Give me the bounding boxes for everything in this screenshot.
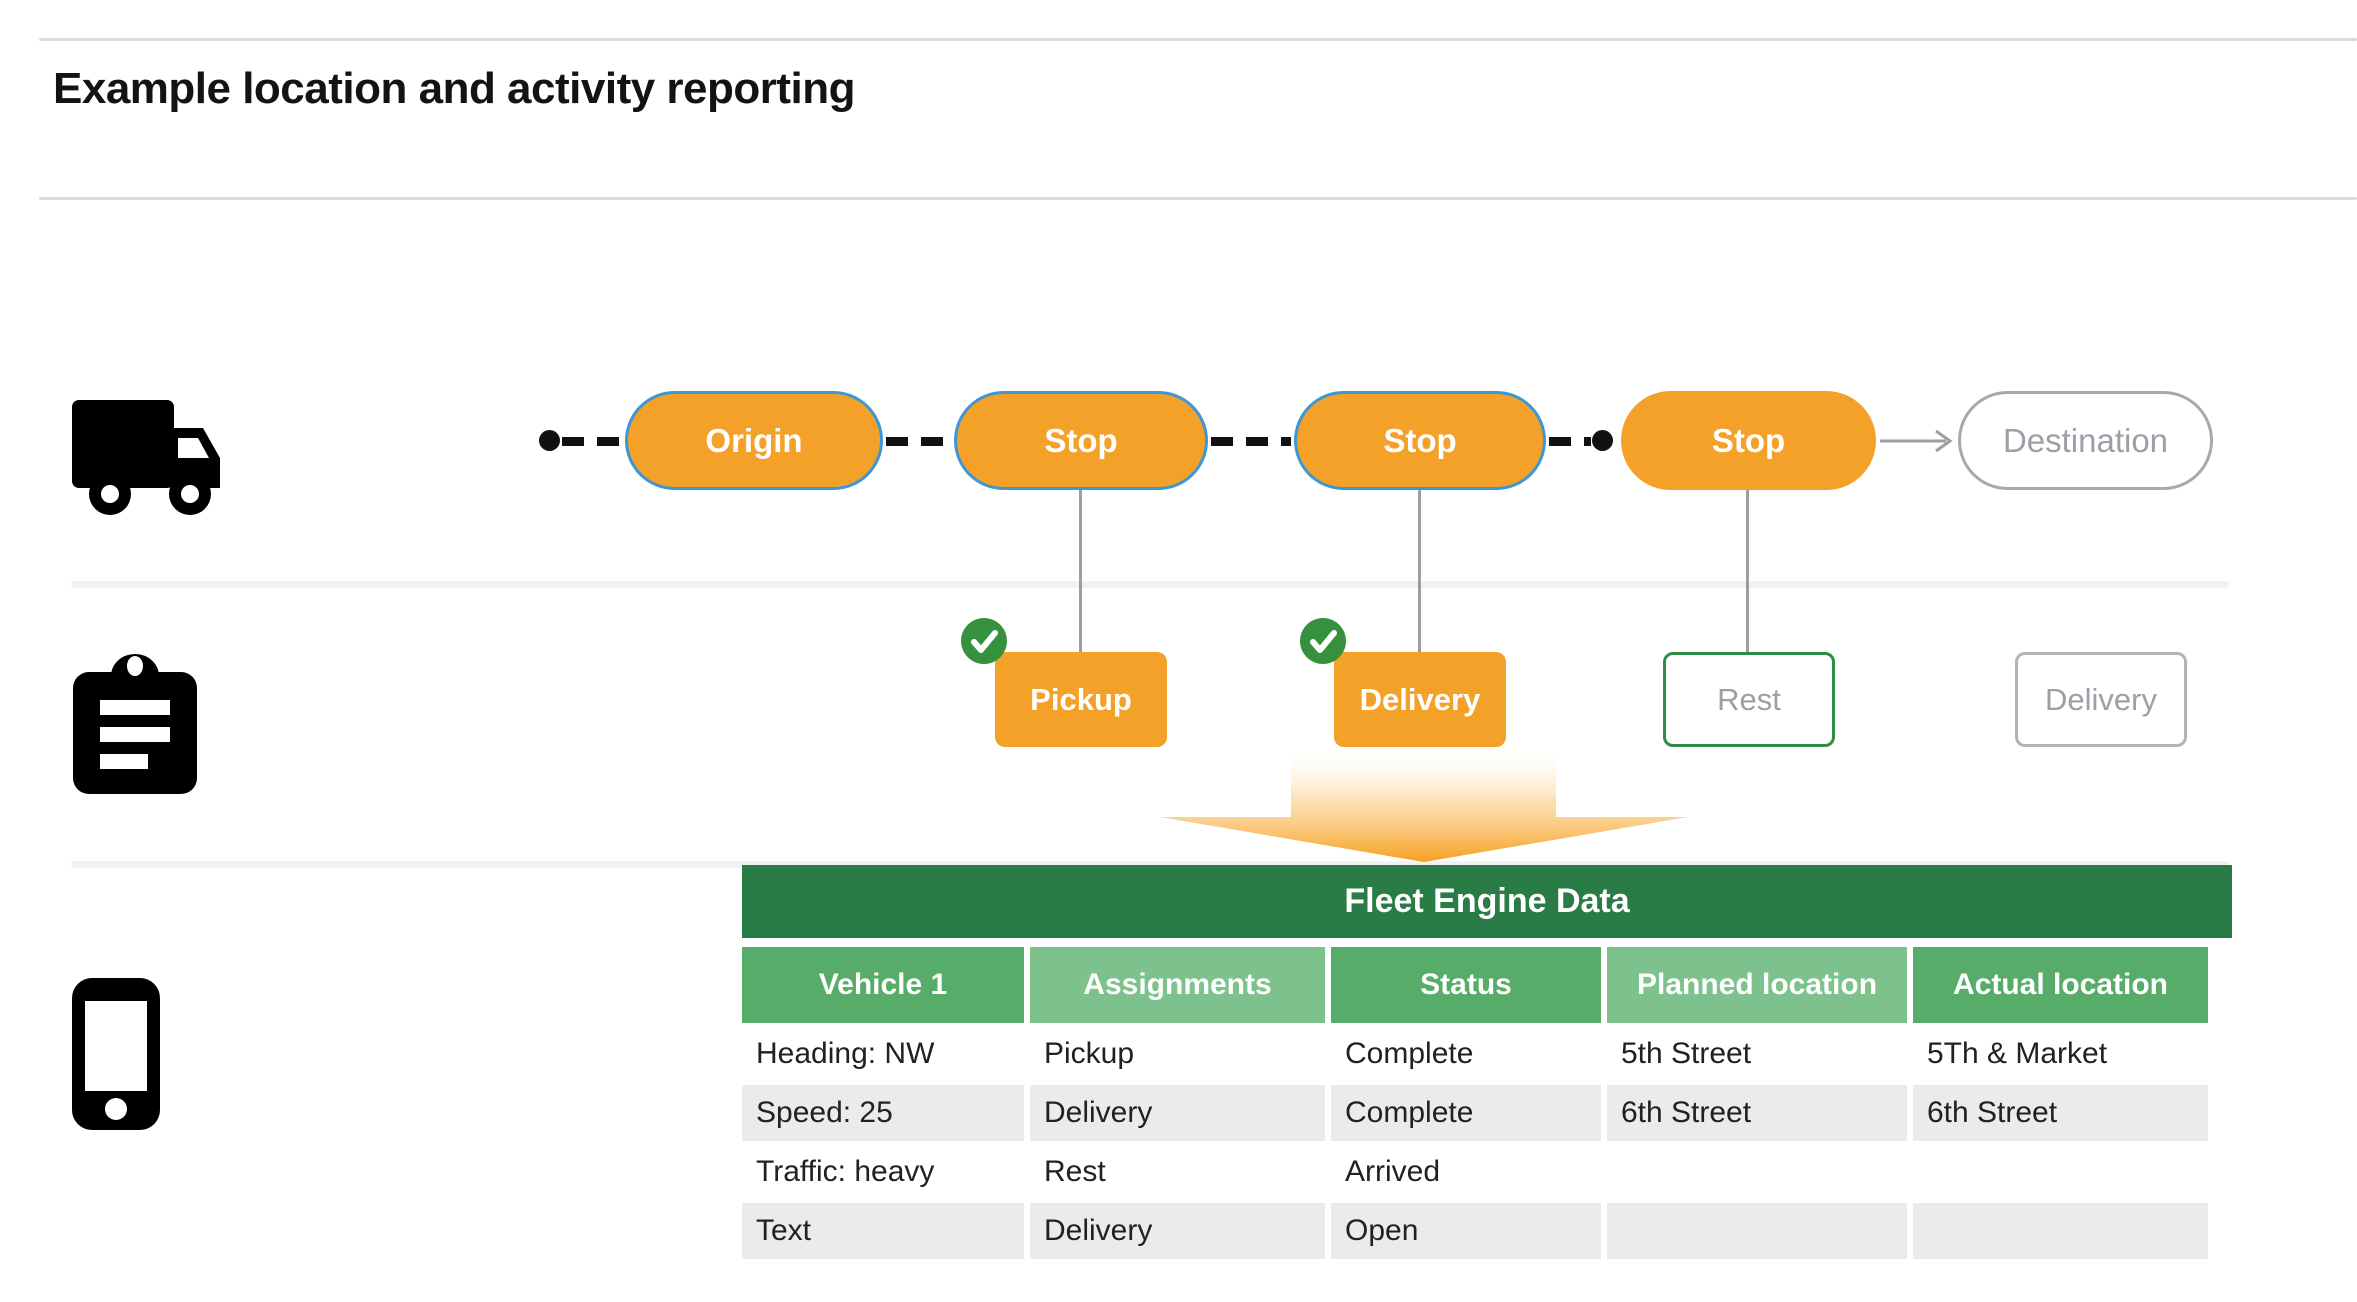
fleet-engine-table: Vehicle 1 Assignments Status Planned loc… [742,947,2208,1259]
activity-label: Rest [1717,681,1781,717]
table-cell: Rest [1044,1155,1106,1188]
connector-line [1418,490,1421,653]
data-flow-arrow-icon [1160,747,1688,862]
table-cell: Arrived [1345,1155,1441,1188]
route-arrow-to-destination [1880,429,1953,453]
route-dashed-segment [1549,437,1591,446]
route-node-label: Destination [2002,421,2169,459]
route-node-stop-3: Stop [1621,391,1876,490]
page-title: Example location and activity reporting [53,64,856,113]
table-cell: Complete [1331,1085,1601,1141]
activity-pickup: Pickup [995,652,1167,747]
table-title: Fleet Engine Data [1344,882,1630,920]
title-underline-rule [39,197,2357,200]
connector-line [1079,490,1082,653]
column-header-planned-location: Planned location [1607,947,1907,1023]
route-node-destination: Destination [1958,391,2213,490]
route-node-label: Stop [1383,421,1457,459]
column-header-assignments: Assignments [1030,947,1325,1023]
check-icon [961,618,1007,664]
table-cell: Delivery [1030,1085,1325,1141]
top-rule [39,38,2357,41]
route-node-label: Stop [1044,421,1118,459]
table-cell: Text [742,1203,1024,1259]
table-cell: Pickup [1044,1037,1135,1070]
activity-delivery-pending: Delivery [2015,652,2187,747]
table-cell: Open [1331,1203,1601,1259]
column-header-actual-location: Actual location [1913,947,2208,1023]
route-dashed-segment [1211,437,1291,446]
table-cell: Speed: 25 [742,1085,1024,1141]
clipboard-icon [73,654,197,794]
table-cell: Complete [1345,1037,1474,1070]
table-cell: 6th Street [1607,1085,1907,1141]
table-cell: Delivery [1030,1203,1325,1259]
vehicle-position-dot [1592,430,1613,451]
activity-rest: Rest [1663,652,1835,747]
route-start-dot [539,430,560,451]
route-node-label: Stop [1711,421,1786,459]
connector-line [1746,490,1749,653]
route-node-label: Origin [705,421,803,459]
activity-label: Delivery [2045,681,2157,717]
truck-icon [72,400,220,515]
table-cell [1913,1203,2208,1259]
activity-label: Delivery [1359,681,1481,717]
table-cell: 5th Street [1621,1037,1752,1070]
table-cell [1607,1144,1907,1200]
column-header-status: Status [1331,947,1601,1023]
table-cell [1607,1203,1907,1259]
table-cell: Traffic: heavy [756,1155,935,1188]
route-node-stop-1: Stop [954,391,1208,490]
table-cell: 6th Street [1913,1085,2208,1141]
route-node-stop-2: Stop [1294,391,1546,490]
column-header-vehicle: Vehicle 1 [742,947,1024,1023]
table-title-bar: Fleet Engine Data [742,865,2232,938]
activity-delivery: Delivery [1334,652,1506,747]
section-divider-route-activity [71,581,2229,588]
route-dashed-segment [562,437,625,446]
check-icon [1300,618,1346,664]
route-dashed-segment [886,437,952,446]
table-cell [1913,1144,2208,1200]
section-divider-activity-data [71,861,2229,868]
route-node-origin: Origin [625,391,883,490]
table-cell: 5Th & Market [1927,1037,2108,1070]
table-cell: Heading: NW [756,1037,935,1070]
activity-label: Pickup [1030,681,1132,717]
smartphone-icon [72,978,160,1130]
